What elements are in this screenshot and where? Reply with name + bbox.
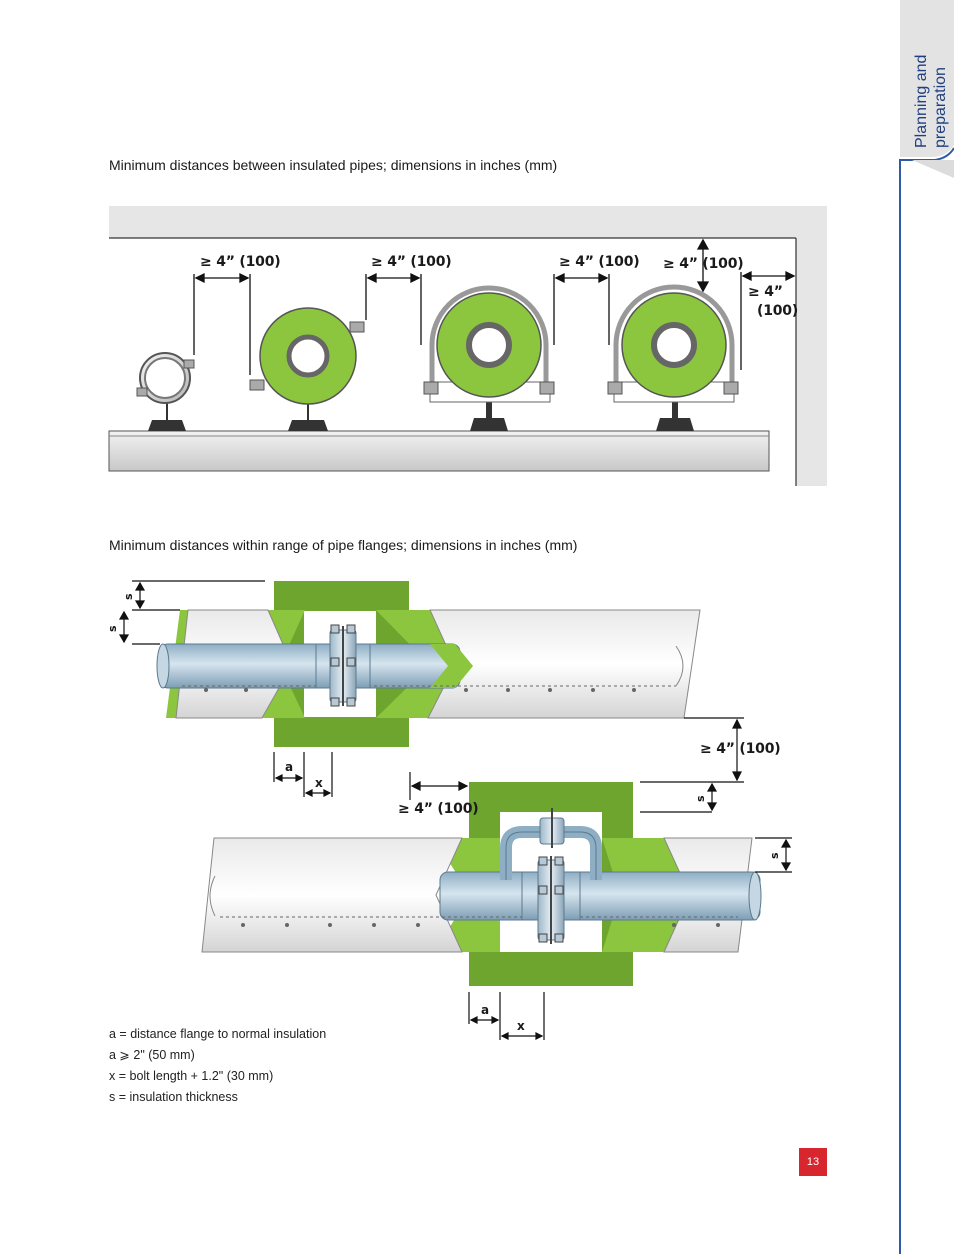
legend: a = distance flange to normal insulation… [109, 1024, 326, 1108]
pipe-spacing-diagram [108, 206, 827, 486]
lower-valve-assembly [200, 782, 762, 986]
pipe-1 [136, 352, 195, 431]
section-tab-line1: Planning and [913, 55, 930, 148]
flange-spacing-diagram: s s s s [106, 580, 792, 1040]
label-s-upper-1: s [122, 593, 135, 600]
dim-label-right: ≥ 4” (100) [700, 741, 781, 757]
pipe-2 [249, 307, 365, 431]
page-number: 13 [799, 1148, 827, 1176]
label-x-upper: x [315, 776, 323, 790]
pipe-4 [607, 284, 739, 431]
label-x-lower: x [517, 1019, 525, 1033]
label-s-upper-2: s [106, 625, 119, 632]
dim-label-5b: (100) [757, 303, 799, 319]
dim-label-1: ≥ 4” (100) [200, 254, 281, 270]
legend-item-x: x = bolt length + 1.2" (30 mm) [109, 1069, 274, 1083]
dim-label-3: ≥ 4” (100) [559, 254, 640, 270]
dim-label-5a: ≥ 4” [748, 284, 783, 300]
label-a-lower: a [481, 1003, 490, 1017]
section-tab-line2: preparation [932, 67, 949, 148]
label-s-right-1: s [694, 795, 707, 802]
figure2-caption: Minimum distances within range of pipe f… [109, 537, 578, 553]
upper-flange-assembly [156, 581, 701, 747]
legend-item-a-min: a ⩾ 2" (50 mm) [109, 1048, 195, 1062]
label-a-upper: a [285, 760, 294, 774]
pipe-3 [423, 285, 555, 431]
section-tab[interactable]: Planning and preparation [904, 22, 954, 152]
dim-label-mid: ≥ 4” (100) [398, 801, 479, 817]
label-s-right-2: s [768, 852, 781, 859]
dim-label-4: ≥ 4” (100) [663, 256, 744, 272]
legend-item-s: s = insulation thickness [109, 1090, 238, 1104]
dim-label-2: ≥ 4” (100) [371, 254, 452, 270]
figure1-caption: Minimum distances between insulated pipe… [109, 157, 558, 173]
legend-item-a: a = distance flange to normal insulation [109, 1027, 327, 1041]
